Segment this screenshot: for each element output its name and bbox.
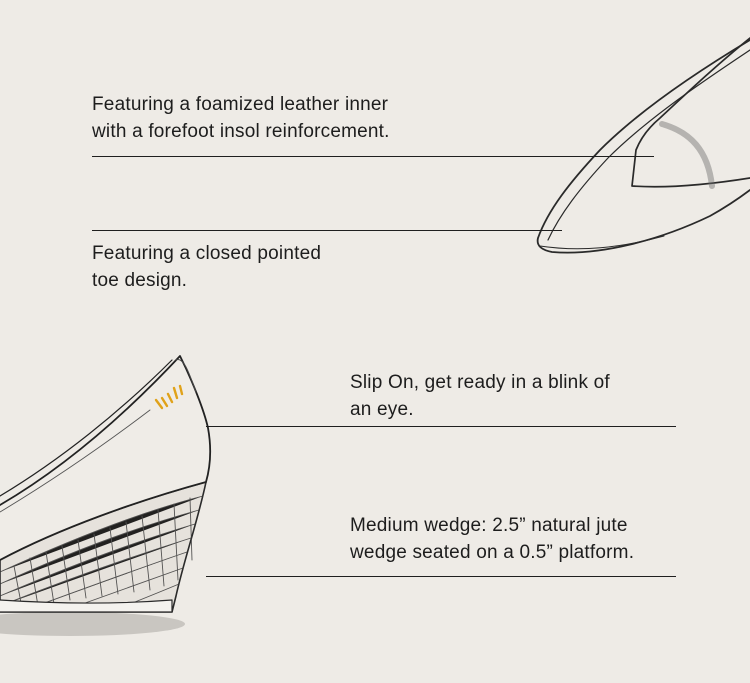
feature-line: wedge seated on a 0.5” platform. xyxy=(350,542,635,563)
divider-line xyxy=(92,156,654,157)
divider-line xyxy=(92,230,562,231)
shoe-upper xyxy=(0,355,212,561)
feature-foamized-inner: Featuring a foamized leather inner with … xyxy=(92,91,390,145)
feature-pointed-toe: Featuring a closed pointed toe design. xyxy=(92,240,321,294)
divider-line xyxy=(206,426,676,427)
wedge-espadrille-sketch xyxy=(0,355,212,636)
pointed-toe-shoe-sketch xyxy=(536,37,750,254)
feature-line: Medium wedge: 2.5” natural jute xyxy=(350,515,628,536)
feature-line: Slip On, get ready in a blink of xyxy=(350,372,610,393)
feature-line: Featuring a foamized leather inner xyxy=(92,94,389,115)
feature-medium-wedge: Medium wedge: 2.5” natural jute wedge se… xyxy=(350,512,634,566)
shadow xyxy=(0,612,185,636)
divider-line xyxy=(206,576,676,577)
feature-line: with a forefoot insol reinforcement. xyxy=(92,121,390,142)
feature-line: toe design. xyxy=(92,270,188,291)
feature-line: an eye. xyxy=(350,399,414,420)
feature-slip-on: Slip On, get ready in a blink of an eye. xyxy=(350,369,610,423)
brand-logo-icon xyxy=(154,384,184,410)
feature-line: Featuring a closed pointed xyxy=(92,243,322,264)
